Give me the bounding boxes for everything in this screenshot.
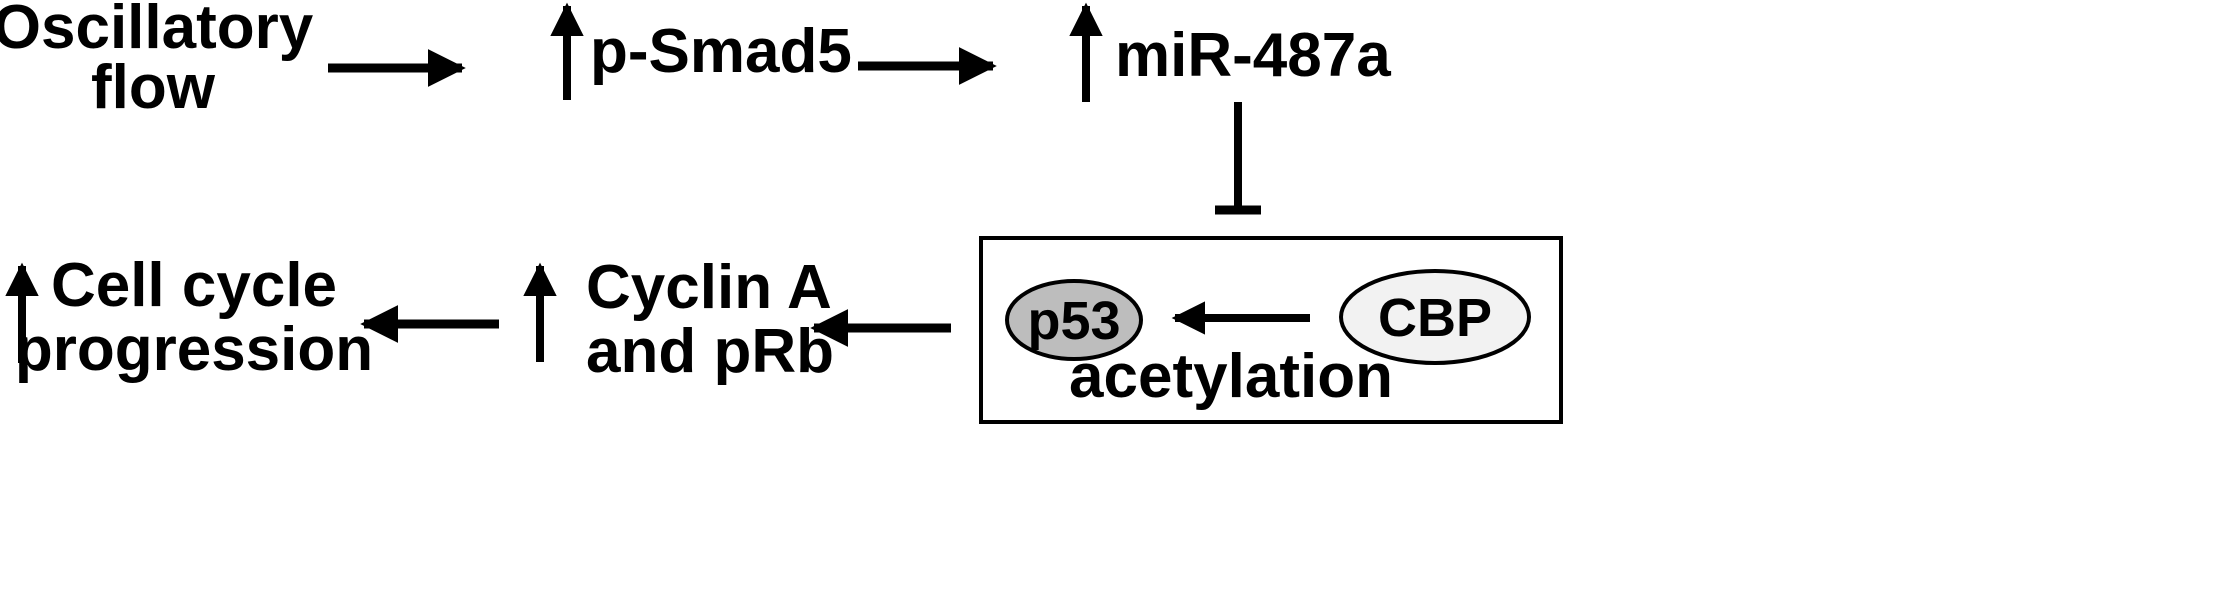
cbp-label: CBP [1378,288,1492,348]
node-cell-cycle-progression: Cell cycle progression [15,251,373,384]
node-cyclin-a-prb: Cyclin A and pRb [586,253,834,386]
cell-cycle-line2: progression [15,315,373,384]
inhibition-mir487a-to-box [1215,102,1261,215]
node-oscillatory-flow: Oscillatory flow [0,0,314,122]
oscillatory-flow-line1: Oscillatory [0,0,314,62]
node-p-smad5: p-Smad5 [590,17,852,86]
acetylation-label: acetylation [1069,342,1393,411]
p53-ellipse [1005,279,1143,361]
node-p53: p53 [1005,279,1143,361]
node-cbp: CBP [1339,269,1531,365]
p53-label: p53 [1027,291,1120,351]
cyclin-line2: and pRb [586,317,834,386]
cbp-ellipse [1339,269,1531,365]
cell-cycle-line1: Cell cycle [51,251,337,320]
p53-cbp-box [979,236,1563,424]
node-mir-487a: miR-487a [1115,21,1391,90]
oscillatory-flow-line2: flow [91,53,216,122]
cyclin-line1: Cyclin A [586,253,832,322]
